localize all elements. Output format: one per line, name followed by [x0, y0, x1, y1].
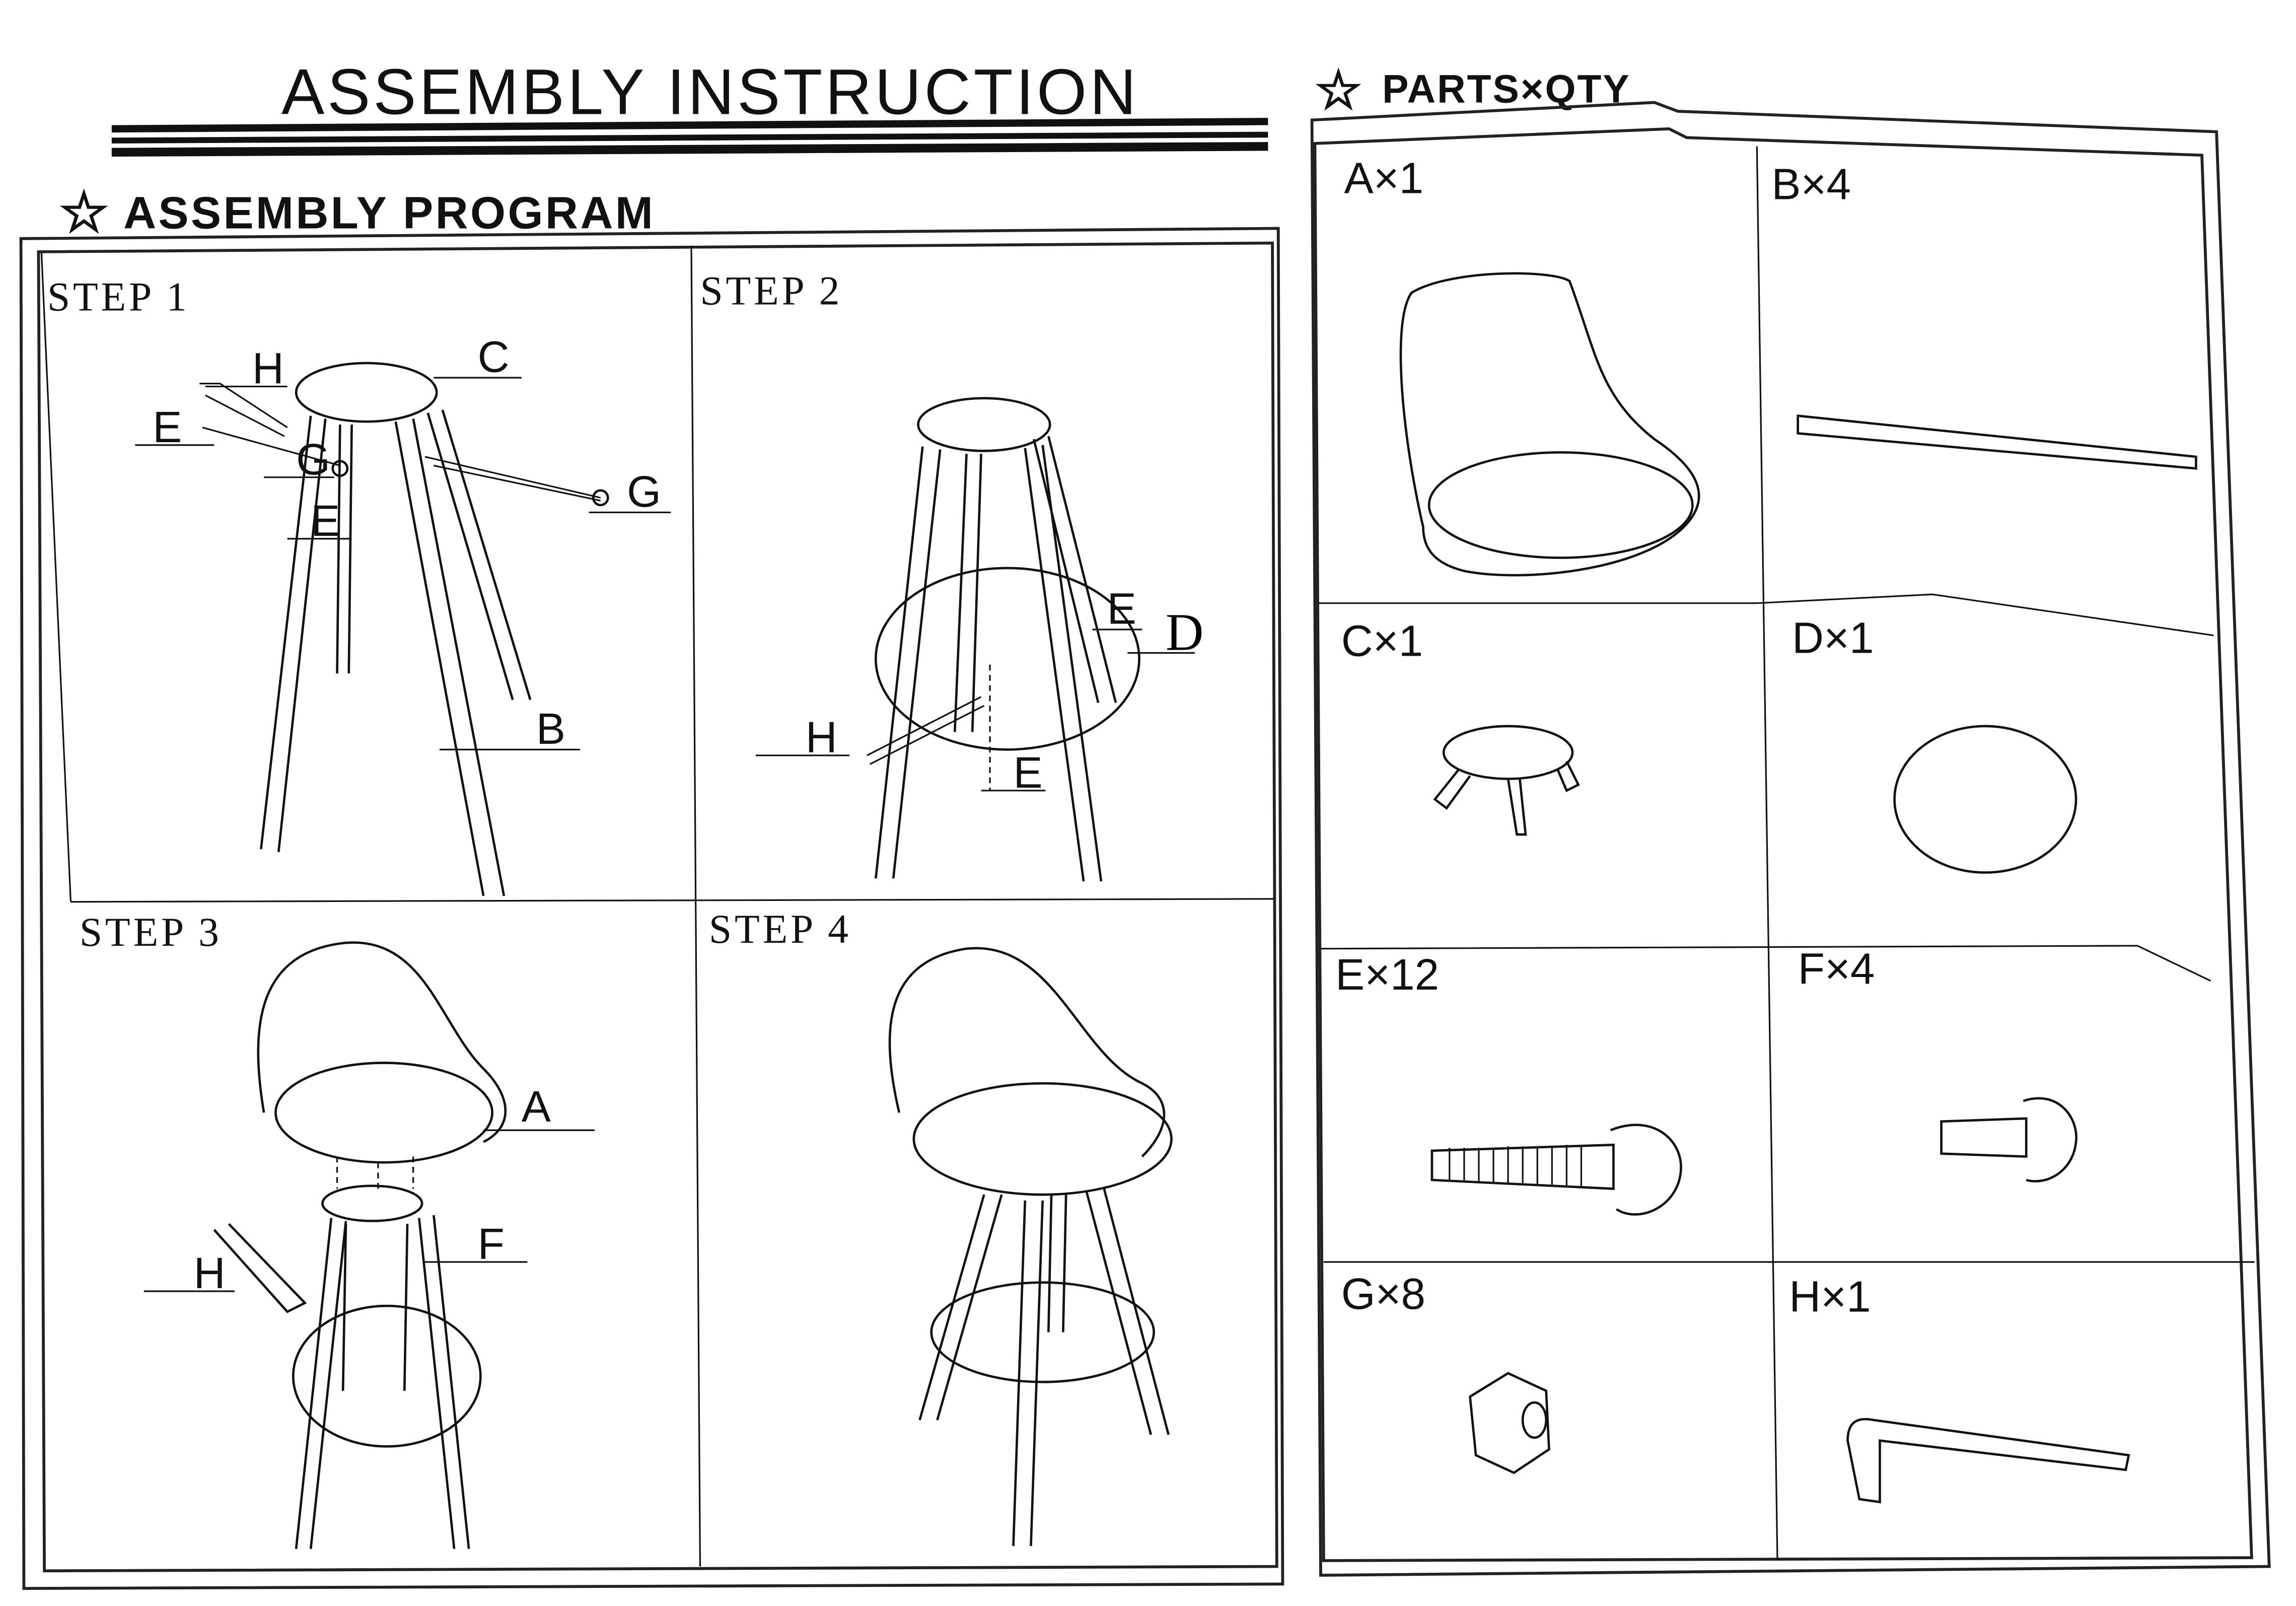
part-label: F×4: [1798, 945, 1875, 994]
part-label: G×8: [1341, 1270, 1425, 1318]
stool-ring-drawing: [867, 397, 1140, 882]
step-1-panel: STEP 1 H C E G G E B: [47, 273, 671, 896]
callout-h: H: [194, 1249, 226, 1298]
assembled-stool-drawing: [888, 947, 1173, 1546]
program-frame: [19, 227, 1284, 1590]
callout-c: C: [478, 332, 510, 381]
stool-frame-drawing: [199, 362, 609, 896]
part-label: D×1: [1792, 614, 1874, 663]
callout-e: E: [1107, 584, 1136, 633]
callout-h: H: [806, 713, 837, 762]
step-4-panel: STEP 4: [709, 906, 1173, 1546]
section-heading-parts: PARTS×QTY: [1382, 66, 1630, 111]
part-d: D×1: [1792, 614, 2077, 874]
seat-plate-icon: [1433, 725, 1580, 836]
part-label: B×4: [1771, 160, 1851, 208]
leg-icon: [1797, 414, 2197, 470]
seat-attach-drawing: [213, 941, 507, 1549]
callout-e: E: [153, 403, 182, 452]
long-bolt-icon: [1430, 1124, 1682, 1216]
callout-d: D: [1166, 603, 1204, 662]
part-f: F×4: [1798, 945, 2077, 1182]
nut-icon: [1469, 1372, 1550, 1475]
part-label: H×1: [1789, 1273, 1871, 1321]
step-label: STEP 1: [47, 273, 190, 319]
page-title: ASSEMBLY INSTRUCTION: [281, 56, 1139, 128]
part-g: G×8: [1341, 1270, 1550, 1475]
part-label: A×1: [1344, 154, 1424, 203]
callout-f: F: [478, 1220, 505, 1269]
step-2-panel: STEP 2 E D H E: [700, 268, 1204, 882]
parts-frame: [1310, 101, 2271, 1577]
seat-shell-icon: [1399, 272, 1700, 577]
foot-ring-icon: [1893, 725, 2077, 874]
star-icon: ☆: [59, 181, 109, 243]
callout-g: G: [627, 467, 661, 516]
part-h: H×1: [1789, 1273, 2130, 1504]
allen-key-icon: [1846, 1418, 2130, 1504]
step-label: STEP 4: [709, 906, 851, 952]
part-c: C×1: [1341, 616, 1580, 836]
callout-b: B: [536, 705, 565, 753]
callout-e: E: [311, 497, 340, 545]
callout-a: A: [522, 1082, 551, 1131]
short-bolt-icon: [1940, 1097, 2077, 1182]
star-icon: ☆: [1315, 61, 1362, 120]
step-label: STEP 2: [700, 268, 842, 314]
callout-e: E: [1014, 748, 1043, 797]
part-a: A×1: [1344, 154, 1700, 577]
section-heading-program: ASSEMBLY PROGRAM: [123, 187, 655, 238]
part-label: E×12: [1335, 950, 1439, 999]
callout-g: G: [296, 435, 330, 484]
part-b: B×4: [1771, 160, 2197, 470]
part-e: E×12: [1335, 950, 1682, 1216]
callout-h: H: [252, 344, 284, 393]
part-label: C×1: [1341, 616, 1423, 665]
step-label: STEP 3: [80, 909, 222, 955]
step-3-panel: STEP 3 A F H: [80, 909, 595, 1549]
title-underline: [111, 118, 1268, 157]
